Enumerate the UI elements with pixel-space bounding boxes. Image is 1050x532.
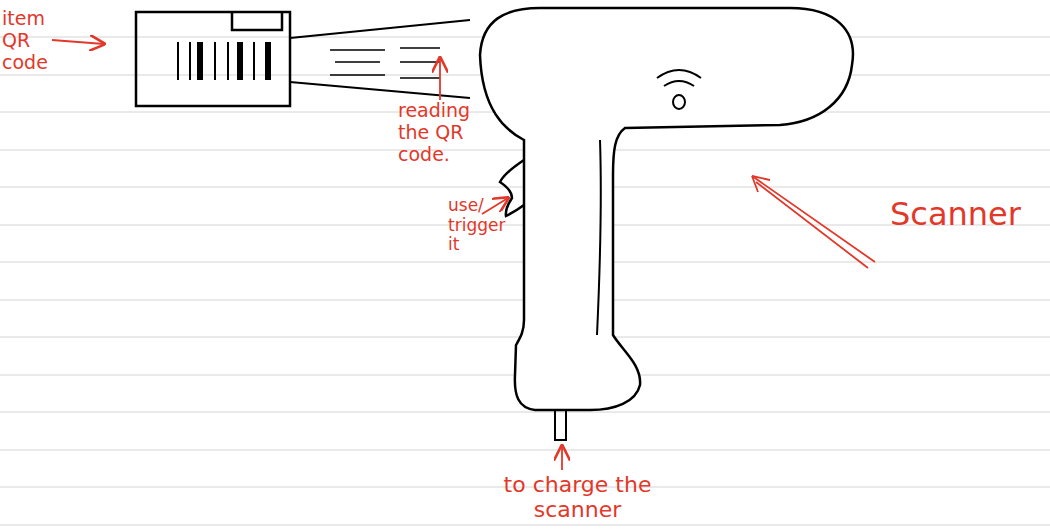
wifi-dot — [673, 95, 685, 109]
leader-arrow — [752, 176, 875, 268]
handle-line — [597, 140, 601, 335]
barcode — [178, 42, 268, 80]
barcode-bar — [214, 42, 216, 80]
leader-arrow — [561, 446, 563, 470]
barcode-bar — [227, 42, 229, 80]
leader-arrow — [439, 58, 441, 100]
barcode-bar — [265, 42, 271, 80]
barcode-bar — [253, 42, 255, 80]
wifi-arcs — [657, 70, 701, 86]
leader-arrow — [52, 40, 104, 44]
item-box — [136, 12, 290, 106]
trigger-label: use/ trigger it — [448, 196, 518, 255]
barcode-bar — [197, 42, 203, 80]
scanner-body — [480, 8, 853, 410]
charge-label: to charge the scanner — [470, 472, 685, 523]
barcode-bar — [189, 42, 191, 80]
charging-cable — [555, 410, 566, 440]
item-tab — [232, 12, 282, 30]
leader-arrow — [482, 198, 508, 214]
barcode-bar — [177, 42, 179, 80]
beam-dashes — [330, 48, 440, 78]
trigger — [500, 160, 524, 216]
scanner-label: Scanner — [890, 196, 1048, 233]
item-label: item QR code — [2, 8, 54, 74]
scan-beam — [290, 20, 470, 98]
reading-label: reading the QR code. — [398, 100, 486, 166]
arrow-head — [752, 176, 770, 192]
barcode-bar — [237, 42, 243, 80]
